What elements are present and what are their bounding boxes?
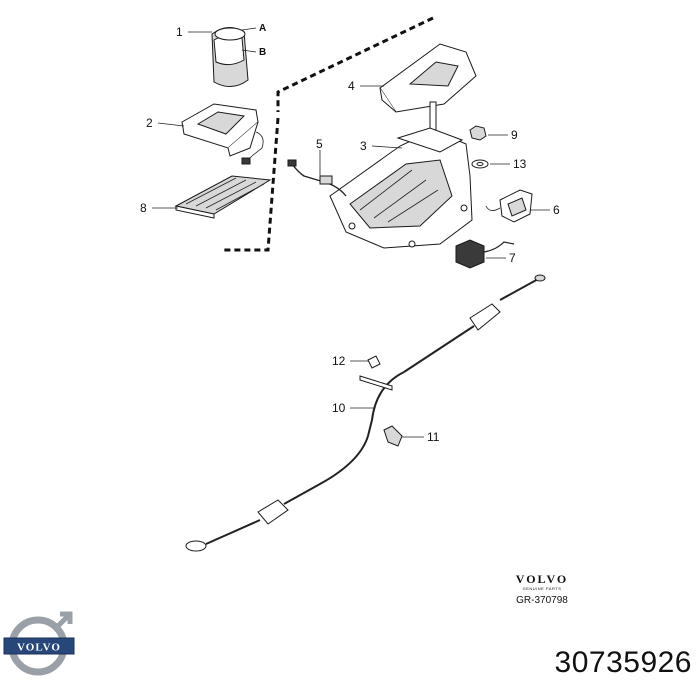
shift-lock-solenoid-part [485, 189, 533, 223]
callout-a: A [259, 23, 266, 34]
assembly-boundary [224, 16, 434, 252]
wiring-harness-part [287, 159, 347, 197]
shift-bezel-part [181, 103, 264, 165]
volvo-genuine-parts-mark: VOLVO GENUINE PARTS GR-370798 [500, 572, 584, 606]
callout-2: 2 [146, 116, 153, 130]
shifter-housing-part [329, 101, 473, 249]
washer-part [471, 159, 489, 169]
callout-11: 11 [427, 430, 440, 444]
upper-cover-part [379, 43, 477, 113]
callout-3: 3 [360, 139, 367, 153]
gear-knob-part [211, 27, 249, 87]
callout-13: 13 [513, 157, 527, 171]
genuine-parts-tagline: GENUINE PARTS [522, 586, 562, 591]
svg-text:VOLVO: VOLVO [17, 642, 61, 654]
callout-1: 1 [176, 25, 183, 39]
callout-4: 4 [348, 79, 355, 93]
cable-bracket-part [383, 425, 403, 447]
slide-cover-part [174, 175, 272, 219]
callout-5: 5 [316, 137, 323, 151]
callout-7: 7 [509, 251, 516, 265]
volvo-wordmark: VOLVO [515, 572, 569, 586]
leader-line-3 [371, 145, 403, 149]
cable-clip-part [359, 355, 393, 391]
callout-b: B [259, 47, 266, 58]
callout-6: 6 [553, 203, 560, 217]
leader-line-a [241, 27, 257, 31]
leader-line-2 [157, 122, 185, 127]
shift-cable-part [185, 274, 546, 552]
leader-line-b [241, 49, 257, 53]
callout-9: 9 [511, 128, 518, 142]
part-number: 30735926 [554, 646, 692, 679]
volvo-logo-icon: VOLVO [3, 611, 75, 676]
drawing-reference: GR-370798 [516, 595, 568, 606]
callout-12: 12 [332, 354, 346, 368]
callout-8: 8 [140, 201, 147, 215]
nut-part [469, 125, 487, 141]
sensor-connector-part [455, 239, 515, 269]
callout-10: 10 [332, 401, 346, 415]
